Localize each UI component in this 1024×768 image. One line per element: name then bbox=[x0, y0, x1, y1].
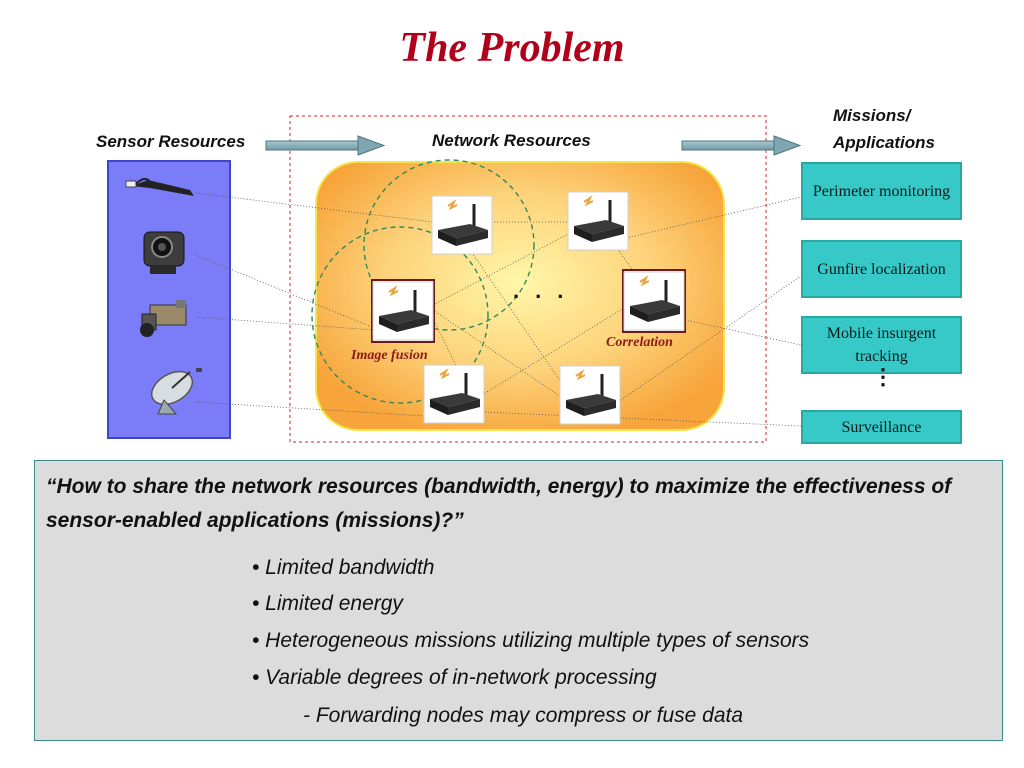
image-fusion-caption: Image fusion bbox=[351, 348, 428, 363]
network-resources-label: Network Resources bbox=[432, 131, 591, 150]
correlation-caption: Correlation bbox=[606, 335, 673, 350]
cctv-camera-icon bbox=[140, 300, 187, 337]
bullet-item: • Variable degrees of in-network process… bbox=[252, 666, 657, 689]
network-boundary bbox=[289, 115, 767, 443]
sub-bullet-item: - Forwarding nodes may compress or fuse … bbox=[303, 704, 744, 727]
coverage-circle bbox=[363, 159, 535, 331]
bullet-item: • Limited energy bbox=[252, 592, 403, 615]
wireless-node-icon bbox=[566, 190, 630, 252]
coverage-circle bbox=[311, 226, 489, 404]
sensor-resources-label: Sensor Resources bbox=[96, 132, 246, 151]
mission-gunfire-localization: Gunfire localization bbox=[801, 240, 962, 298]
microphone-sensor-icon bbox=[125, 178, 194, 196]
mission-surveillance: Surveillance bbox=[801, 410, 962, 444]
correlation-node-icon bbox=[622, 269, 686, 333]
missions-applications-label: Missions/ Applications bbox=[833, 102, 935, 156]
research-question: “How to share the network resources (ban… bbox=[46, 475, 952, 532]
wireless-node-icon bbox=[422, 363, 486, 425]
bullet-item: • Heterogeneous missions utilizing multi… bbox=[252, 629, 810, 652]
missions-label-line2: Applications bbox=[833, 133, 936, 152]
page-title: The Problem bbox=[399, 25, 625, 71]
mission-perimeter-monitoring: Perimeter monitoring bbox=[801, 162, 962, 220]
satellite-dish-icon bbox=[150, 368, 202, 415]
fusion-node-icon bbox=[371, 279, 435, 343]
wireless-node-icon bbox=[430, 194, 494, 256]
wireless-node-icon bbox=[558, 364, 622, 426]
bullet-item: • Limited bandwidth bbox=[252, 556, 435, 579]
connection-lines bbox=[195, 192, 802, 427]
more-missions-ellipsis: ⋮ bbox=[872, 364, 894, 389]
mission-insurgent-tracking: Mobile insurgent tracking bbox=[801, 316, 962, 374]
more-nodes-ellipsis: ... bbox=[513, 278, 580, 303]
ptz-camera-icon bbox=[143, 231, 185, 274]
question-panel bbox=[34, 460, 1003, 741]
missions-label-line1: Missions/ bbox=[833, 106, 911, 125]
arrow-network-to-missions bbox=[681, 135, 802, 156]
network-diagram bbox=[107, 115, 802, 443]
arrow-sensor-to-network bbox=[265, 135, 386, 156]
